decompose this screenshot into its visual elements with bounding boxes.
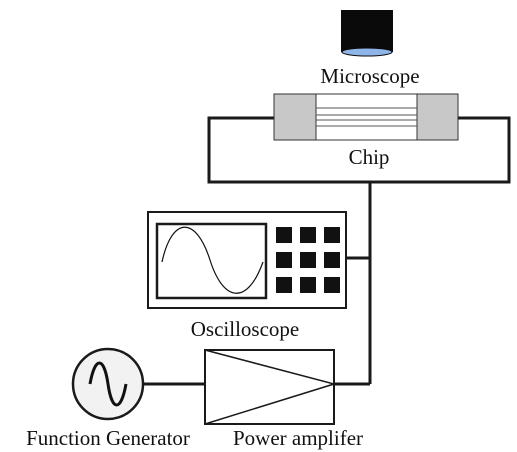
oscilloscope-button xyxy=(276,227,292,243)
chip-right-electrode xyxy=(416,93,459,141)
chip-label: Chip xyxy=(349,145,390,169)
oscilloscope-label: Oscilloscope xyxy=(191,317,299,341)
chip-left-electrode xyxy=(273,93,317,141)
microscope-body xyxy=(341,10,393,52)
function-generator xyxy=(71,347,145,421)
oscilloscope xyxy=(147,211,347,309)
power-amplifier-label: Power amplifer xyxy=(233,426,363,450)
microscope-label: Microscope xyxy=(320,64,419,88)
chip-wiring xyxy=(144,116,511,386)
oscilloscope-buttons xyxy=(276,227,340,293)
oscilloscope-button xyxy=(300,227,316,243)
oscilloscope-sine-wave xyxy=(161,226,264,294)
oscilloscope-button xyxy=(324,227,340,243)
oscilloscope-button xyxy=(276,277,292,293)
wire-chip-right xyxy=(370,116,511,184)
wire-chip-left xyxy=(207,116,370,184)
triangle-amplifier-icon xyxy=(204,349,337,425)
chip xyxy=(273,93,459,141)
function-generator-label: Function Generator xyxy=(26,426,190,450)
oscilloscope-button xyxy=(276,252,292,268)
function-generator-sine xyxy=(88,361,128,407)
oscilloscope-button xyxy=(324,277,340,293)
oscilloscope-screen xyxy=(155,222,268,300)
microscope-lens xyxy=(341,47,393,57)
oscilloscope-button xyxy=(300,277,316,293)
oscilloscope-button xyxy=(324,252,340,268)
power-amplifier xyxy=(204,349,337,425)
amplifier-case xyxy=(204,349,335,425)
microscope xyxy=(341,10,393,57)
oscilloscope-button xyxy=(300,252,316,268)
